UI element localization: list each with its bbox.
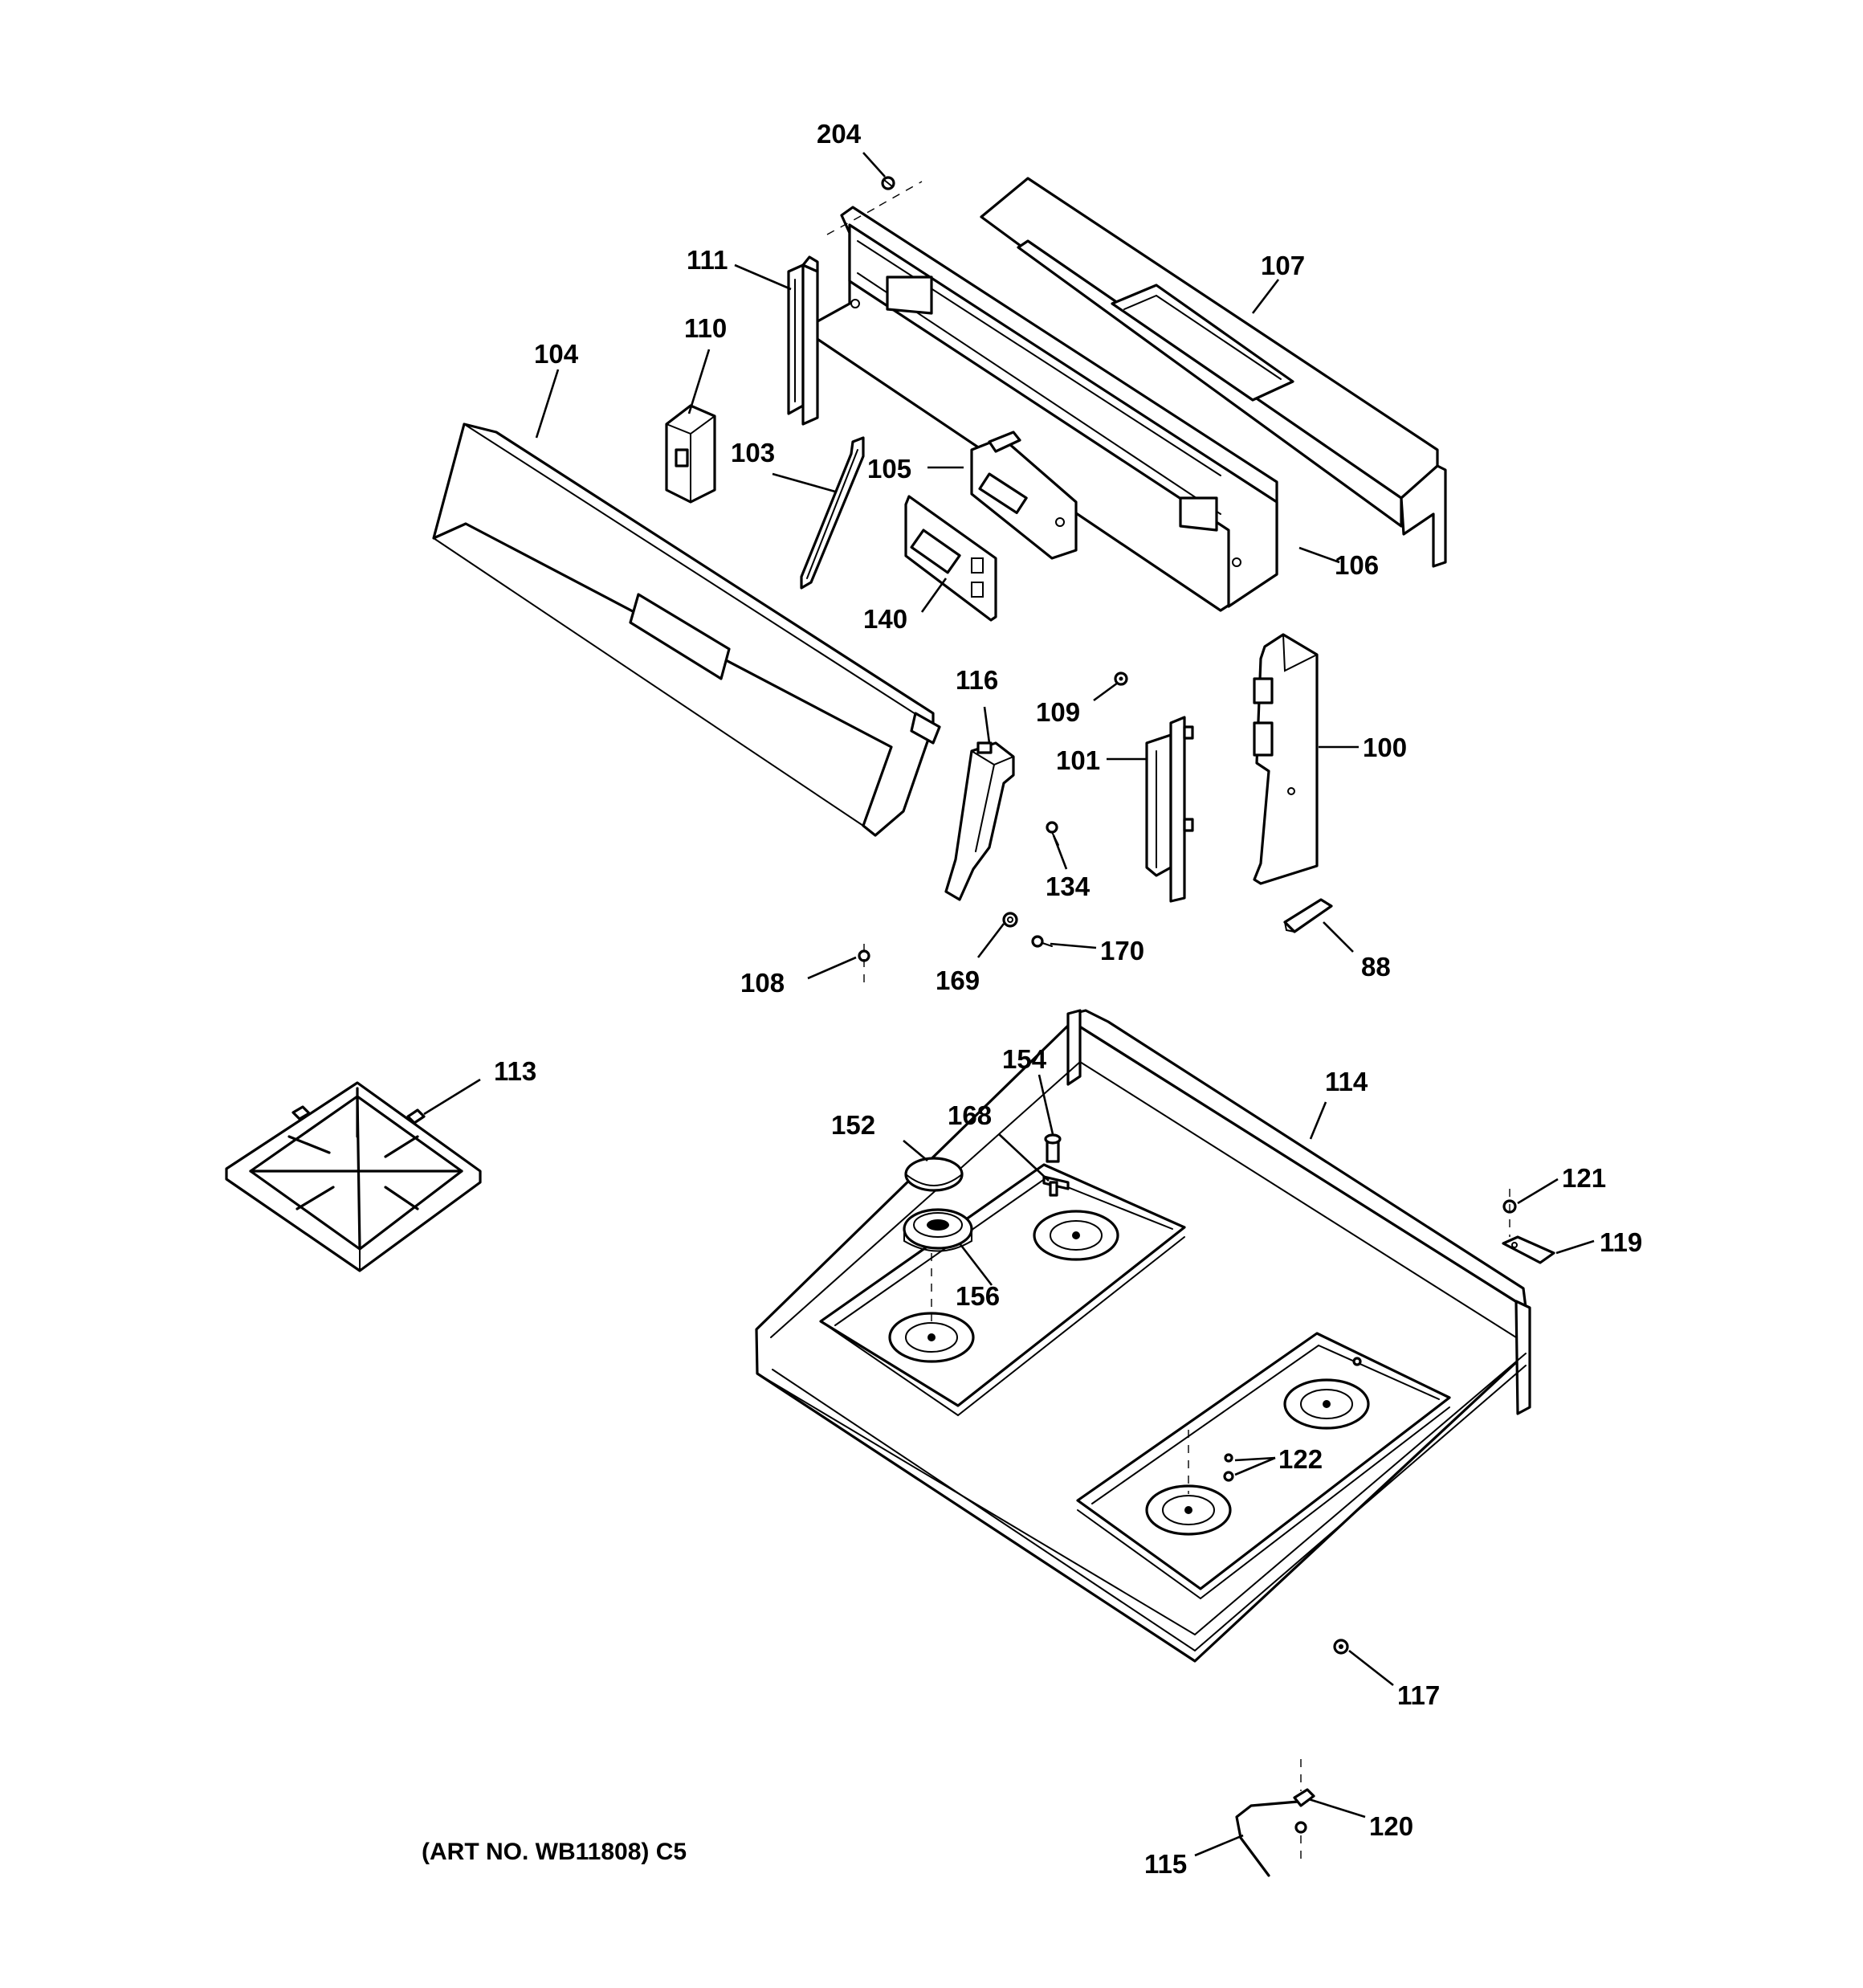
burner-front-left — [888, 1312, 975, 1363]
part-106-backsplash-frame — [801, 181, 1278, 612]
callout-100: 100 — [1363, 733, 1407, 762]
callout-140: 140 — [863, 604, 907, 634]
part-169-washer — [1002, 912, 1018, 928]
callout-109: 109 — [1036, 697, 1080, 727]
part-110-switch-box — [665, 404, 716, 504]
burner-parts — [903, 1133, 1070, 1252]
part-120-nut — [1294, 1821, 1307, 1859]
callout-110: 110 — [684, 313, 727, 343]
callout-152: 152 — [831, 1110, 875, 1140]
callout-88: 88 — [1361, 952, 1391, 982]
callout-108: 108 — [740, 968, 785, 998]
part-116-end-cap — [944, 741, 1015, 901]
part-152-burner-cap — [904, 1157, 964, 1192]
callout-104: 104 — [534, 339, 579, 369]
part-108-screw — [858, 944, 870, 988]
part-140-overlay — [904, 495, 997, 622]
part-107-rear-cover — [980, 177, 1447, 568]
callout-113: 113 — [494, 1056, 536, 1086]
callout-107: 107 — [1261, 251, 1305, 280]
part-88-clip — [1283, 898, 1333, 933]
hinge-hardware — [1502, 1189, 1555, 1264]
part-117-nut — [1333, 1639, 1349, 1655]
part-101-right-bracket — [1145, 716, 1194, 903]
part-111-left-bracket — [787, 255, 819, 426]
callout-154: 154 — [1002, 1044, 1047, 1074]
callout-111: 111 — [687, 245, 728, 275]
part-100-side-panel — [1253, 633, 1319, 885]
part-109-nut — [1114, 672, 1128, 686]
callout-119: 119 — [1600, 1227, 1642, 1257]
callout-170: 170 — [1100, 936, 1144, 965]
callout-116: 116 — [956, 665, 998, 695]
part-103-bracket — [800, 436, 865, 590]
callout-134: 134 — [1046, 872, 1090, 901]
callout-156: 156 — [956, 1281, 1000, 1311]
part-168-electrode — [1042, 1175, 1070, 1197]
part-204-screw — [881, 176, 895, 190]
burner-front-right — [1145, 1484, 1232, 1536]
callout-122: 122 — [1278, 1444, 1323, 1474]
part-105-clock-module — [970, 431, 1078, 560]
callout-120: 120 — [1369, 1811, 1413, 1841]
callout-101: 101 — [1056, 745, 1100, 775]
art-number-caption: (ART NO. WB11808) C5 — [422, 1839, 687, 1865]
callout-labels: 204 111 110 107 104 103 105 106 140 116 … — [494, 119, 1642, 1879]
callout-103: 103 — [731, 438, 775, 467]
part-121-screw — [1502, 1189, 1517, 1237]
part-156-burner-head — [903, 1208, 973, 1252]
callout-169: 169 — [936, 965, 980, 995]
callout-117: 117 — [1397, 1680, 1440, 1710]
callout-121: 121 — [1562, 1163, 1606, 1193]
part-104-control-panel — [432, 423, 941, 837]
part-154-orifice — [1044, 1133, 1062, 1163]
callout-105: 105 — [867, 454, 911, 484]
part-122-screws — [1223, 1357, 1362, 1482]
hardware-small-parts — [858, 672, 1128, 988]
callout-106: 106 — [1335, 550, 1379, 580]
part-115-support-rod — [1235, 1759, 1315, 1877]
callout-115: 115 — [1144, 1849, 1187, 1879]
burner-rear-right — [1283, 1378, 1370, 1430]
part-119-hinge — [1502, 1235, 1555, 1264]
part-170-screw — [1031, 935, 1053, 948]
burner-rear-left — [1033, 1210, 1119, 1261]
part-114-cooktop — [755, 1009, 1531, 1663]
callout-204: 204 — [817, 119, 862, 149]
callout-114: 114 — [1325, 1067, 1368, 1096]
callout-168: 168 — [948, 1100, 992, 1130]
part-113-burner-grate — [225, 1081, 482, 1272]
leader-lines — [423, 152, 1595, 1857]
